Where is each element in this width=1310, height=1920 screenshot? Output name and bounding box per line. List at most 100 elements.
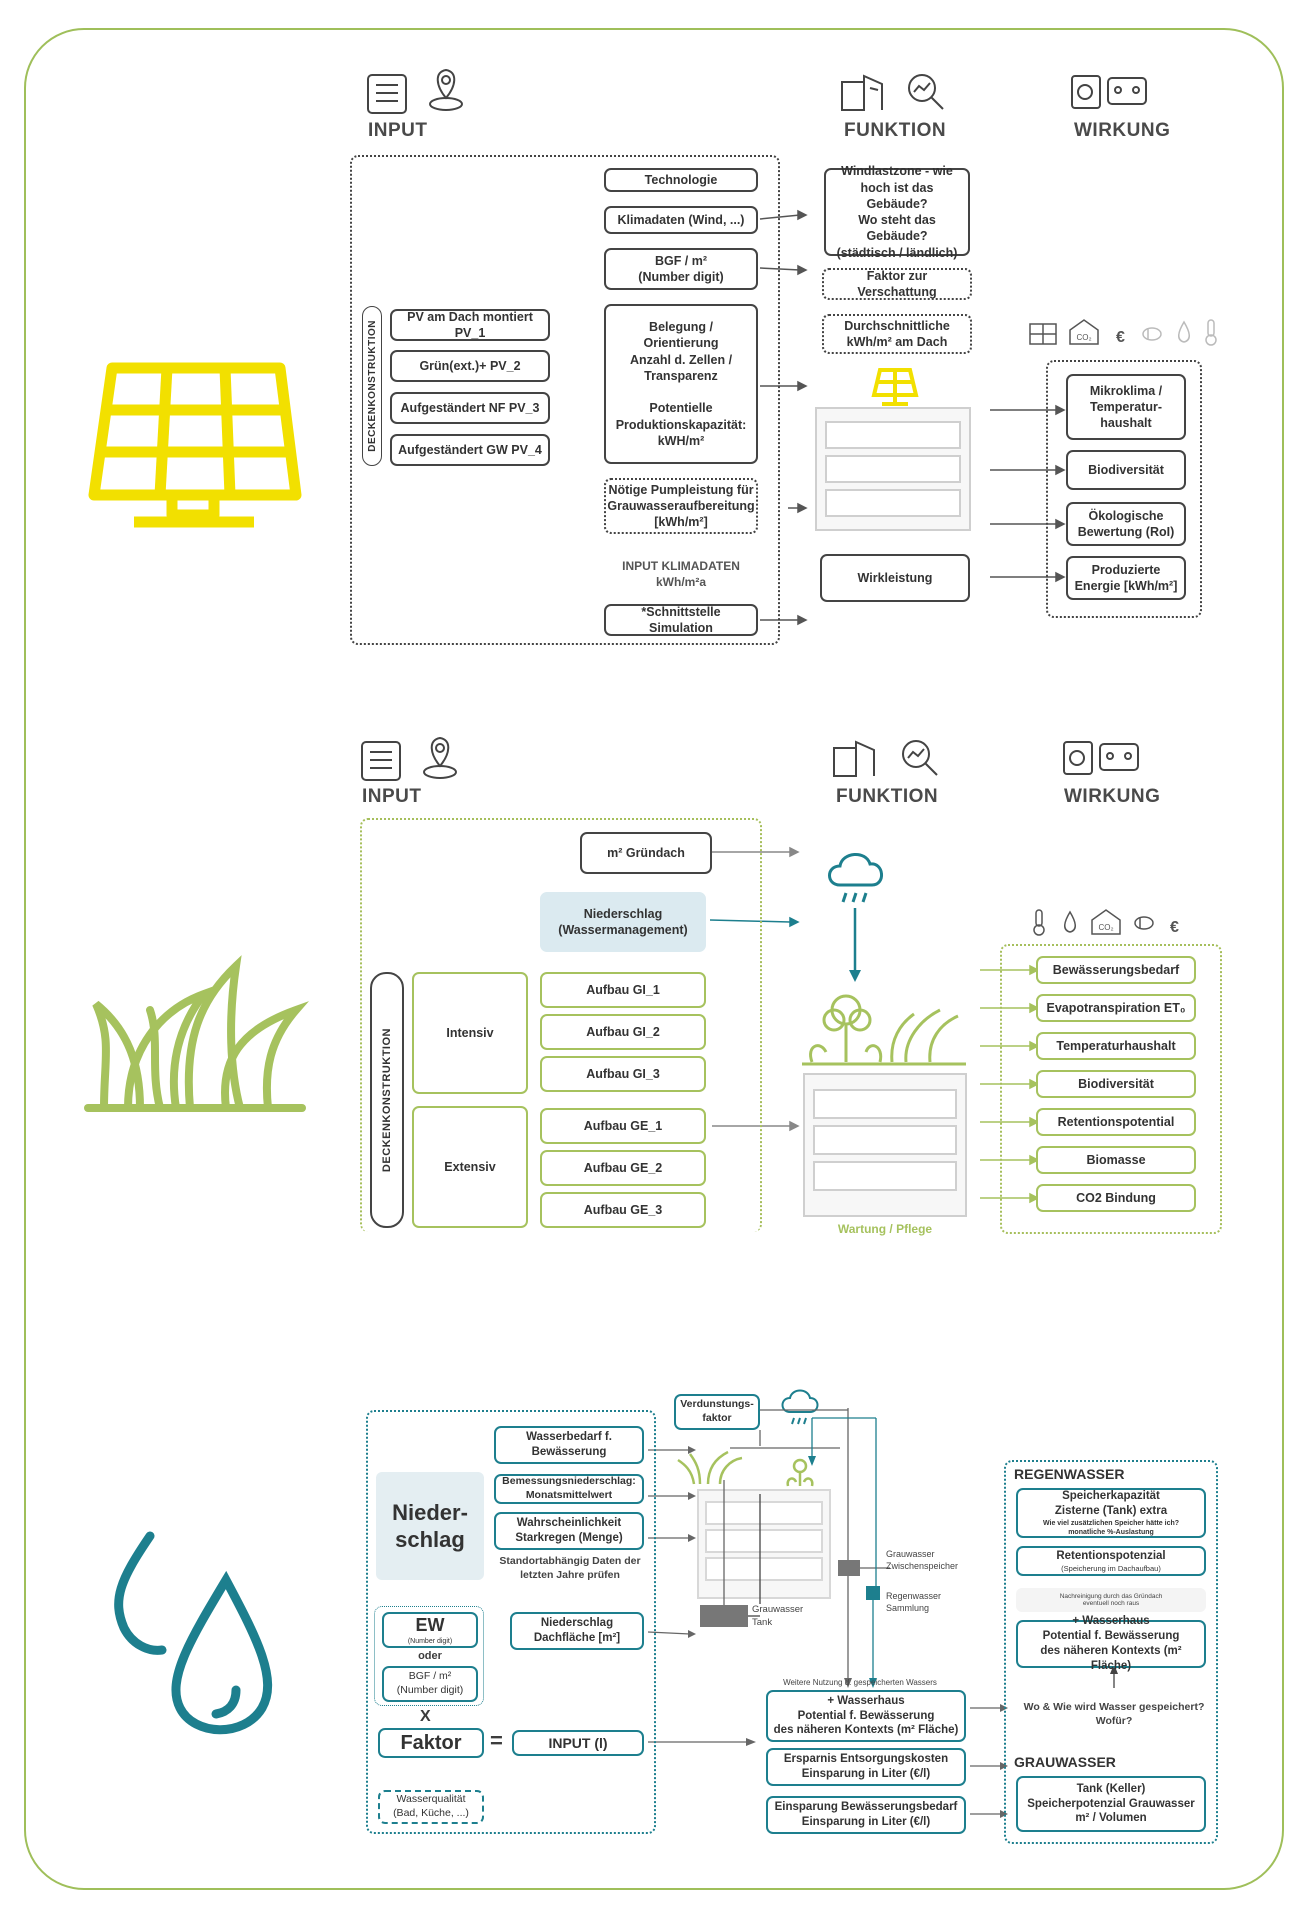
bee-icon bbox=[1142, 327, 1162, 341]
wasserhaus-box[interactable]: + Wasserhaus Potential f. Bewässerung de… bbox=[766, 1690, 966, 1742]
multiply-label: X bbox=[420, 1708, 431, 1725]
roof-structure-graphic bbox=[697, 1489, 831, 1599]
green-effect-arrows bbox=[980, 964, 1040, 1204]
technologie-box[interactable]: Technologie bbox=[604, 168, 758, 192]
wo-wie-label: Wo & Wie wird Wasser gespeichert? Wofür? bbox=[1023, 1701, 1205, 1728]
pv-input-container bbox=[350, 155, 780, 645]
retention-box[interactable]: Retentionspotenzial (Speicherung im Dach… bbox=[1016, 1546, 1206, 1576]
input-klimadaten-label: INPUT KLIMADATEN kWh/m²a bbox=[622, 559, 740, 590]
drop-icon bbox=[1064, 910, 1076, 933]
pv-item-2[interactable]: Grün(ext.)+ PV_2 bbox=[390, 350, 550, 382]
wasserhaus-effect-box[interactable]: + Wasserhaus Potential f. Bewässerung de… bbox=[1016, 1615, 1206, 1672]
einsparung-box[interactable]: Einsparung Bewässerungsbedarf Einsparung… bbox=[766, 1796, 966, 1834]
input-l-box[interactable]: INPUT (l) bbox=[512, 1730, 644, 1756]
wasserqualitaet-box[interactable]: Wasserqualität (Bad, Küche, ...) bbox=[378, 1790, 484, 1824]
belegung-box[interactable]: Belegung / Orientierung Anzahl d. Zellen… bbox=[604, 304, 758, 464]
bgf-water-box[interactable]: BGF / m² (Number digit) bbox=[382, 1666, 478, 1702]
grass-icon bbox=[84, 955, 309, 1112]
grauwasser-zwischenspeicher-graphic bbox=[838, 1560, 860, 1576]
ew-box[interactable]: EW (Number digit) bbox=[382, 1612, 478, 1648]
retention-sub-label: (Speicherung im Dachaufbau) bbox=[1061, 1563, 1161, 1573]
co2-label-green: CO₂ bbox=[1098, 923, 1113, 932]
roof-structure-graphic bbox=[803, 1073, 967, 1217]
green-effect-biodiversitaet[interactable]: Biodiversität bbox=[1036, 1070, 1196, 1098]
pv-item-3[interactable]: Aufgeständert NF PV_3 bbox=[390, 392, 550, 424]
speicher-label: Speicherkapazität Zisterne (Tank) extra bbox=[1054, 1489, 1168, 1517]
report-icon bbox=[1071, 75, 1147, 109]
aufbau-ge-3[interactable]: Aufbau GE_3 bbox=[540, 1192, 706, 1228]
pv-arrows bbox=[759, 209, 1066, 626]
pv-item-1[interactable]: PV am Dach montiert PV_1 bbox=[390, 309, 550, 341]
rain-cloud-icon bbox=[828, 853, 883, 903]
wirkleistung-box[interactable]: Wirkleistung bbox=[820, 554, 970, 602]
durchschnitt-box[interactable]: Durchschnittliche kWh/m² am Dach bbox=[822, 314, 972, 354]
building-icon bbox=[841, 74, 883, 111]
schnittstelle-box[interactable]: *Schnittstelle Simulation bbox=[604, 604, 758, 636]
pv-item-4[interactable]: Aufgeständert GW PV_4 bbox=[390, 434, 550, 466]
wirkung-header: WIRKUNG bbox=[1074, 120, 1171, 141]
wo-wie-arrowhead bbox=[1110, 1664, 1118, 1674]
water-input-container bbox=[366, 1410, 656, 1834]
aufbau-gi-1[interactable]: Aufbau GI_1 bbox=[540, 972, 706, 1008]
verschattung-box[interactable]: Faktor zur Verschattung bbox=[822, 268, 972, 300]
green-effect-biomasse[interactable]: Biomasse bbox=[1036, 1146, 1196, 1174]
verdunstung-box[interactable]: Verdunstungs- faktor bbox=[674, 1394, 760, 1430]
intensiv-box[interactable]: Intensiv bbox=[412, 972, 528, 1094]
wirkung-header: WIRKUNG bbox=[1064, 786, 1161, 807]
speicher-box[interactable]: Speicherkapazität Zisterne (Tank) extra … bbox=[1016, 1488, 1206, 1538]
wasserbedarf-box[interactable]: Wasserbedarf f. Bewässerung bbox=[494, 1426, 644, 1464]
water-drops-icon bbox=[114, 1531, 273, 1735]
funktion-header: FUNKTION bbox=[836, 786, 939, 807]
grauwasser-title: GRAUWASSER bbox=[1014, 1754, 1116, 1770]
pv-deckenkonstruktion-label: DECKENKONSTRUKTION bbox=[366, 320, 378, 452]
tank-keller-box[interactable]: Tank (Keller) Speicherpotenzial Grauwass… bbox=[1016, 1776, 1206, 1832]
niederschlag-box[interactable]: Niederschlag (Wassermanagement) bbox=[540, 892, 706, 952]
green-effect-evapotranspiration[interactable]: Evapotranspiration ET₀ bbox=[1036, 994, 1196, 1022]
gruendach-box[interactable]: m² Gründach bbox=[580, 832, 712, 874]
aufbau-ge-1[interactable]: Aufbau GE_1 bbox=[540, 1108, 706, 1144]
faktor-box[interactable]: Faktor bbox=[378, 1728, 484, 1758]
extensiv-box[interactable]: Extensiv bbox=[412, 1106, 528, 1228]
ersparnis-box[interactable]: Ersparnis Entsorgungskosten Einsparung i… bbox=[766, 1748, 966, 1786]
thermometer-icon bbox=[1205, 319, 1217, 346]
location-pin-icon bbox=[429, 68, 463, 111]
grass-small-graphic bbox=[677, 1450, 743, 1485]
wirkung-water-container bbox=[1004, 1460, 1218, 1844]
bemessung-box[interactable]: Bemessungsniederschlag: Monatsmittelwert bbox=[494, 1474, 644, 1504]
bgf-box[interactable]: BGF / m² (Number digit) bbox=[604, 248, 758, 290]
speicher-sub-label: Wie viel zusätzlichen Speicher hätte ich… bbox=[1042, 1519, 1180, 1536]
input-header: INPUT bbox=[368, 120, 428, 141]
green-effect-co2[interactable]: CO2 Bindung bbox=[1036, 1184, 1196, 1212]
pv-effect-biodiversitaet[interactable]: Biodiversität bbox=[1066, 450, 1186, 490]
pumpleistung-box[interactable]: Nötige Pumpleistung für Grauwasseraufber… bbox=[604, 478, 758, 534]
small-solar-icon bbox=[871, 368, 919, 406]
windlastzone-box[interactable]: Windlastzone - wie hoch ist das Gebäude?… bbox=[824, 164, 970, 260]
pv-effect-energie[interactable]: Produzierte Energie [kWh/m²] bbox=[1066, 556, 1186, 600]
green-effect-temperatur[interactable]: Temperaturhaushalt bbox=[1036, 1032, 1196, 1060]
green-effect-bewaesserung[interactable]: Bewässerungsbedarf bbox=[1036, 956, 1196, 984]
starkregen-box[interactable]: Wahrscheinlichkeit Starkregen (Menge) bbox=[494, 1512, 644, 1550]
aufbau-gi-3[interactable]: Aufbau GI_3 bbox=[540, 1056, 706, 1092]
pv-effect-oekologisch[interactable]: Ökologische Bewertung (RoI) bbox=[1066, 502, 1186, 546]
regen-flow-lines bbox=[811, 1417, 877, 1680]
ew-label: EW bbox=[415, 1614, 445, 1635]
house-co2-icon bbox=[1069, 319, 1099, 345]
co2-label-pv: CO₂ bbox=[1076, 333, 1091, 342]
ew-container bbox=[374, 1606, 484, 1706]
niederschlag-dach-box[interactable]: Niederschlag Dachfläche [m²] bbox=[510, 1612, 644, 1650]
pv-effect-mikroklima[interactable]: Mikroklima / Temperatur- haushalt bbox=[1066, 374, 1186, 440]
rain-down-arrowhead bbox=[849, 970, 861, 982]
aufbau-gi-2[interactable]: Aufbau GI_2 bbox=[540, 1014, 706, 1050]
input-header: INPUT bbox=[362, 786, 422, 807]
equals-label: = bbox=[490, 1728, 503, 1753]
klimadaten-box[interactable]: Klimadaten (Wind, ...) bbox=[604, 206, 758, 234]
regenwasser-title: REGENWASSER bbox=[1014, 1466, 1125, 1482]
outer-frame bbox=[24, 28, 1284, 1890]
green-input-container bbox=[360, 818, 762, 1232]
aufbau-ge-2[interactable]: Aufbau GE_2 bbox=[540, 1150, 706, 1186]
green-effect-retention[interactable]: Retentionspotential bbox=[1036, 1108, 1196, 1136]
thermometer-icon bbox=[1033, 909, 1045, 936]
niederschlag-main-box[interactable]: Nieder- schlag bbox=[376, 1472, 484, 1580]
rain-cloud-icon bbox=[781, 1389, 819, 1425]
